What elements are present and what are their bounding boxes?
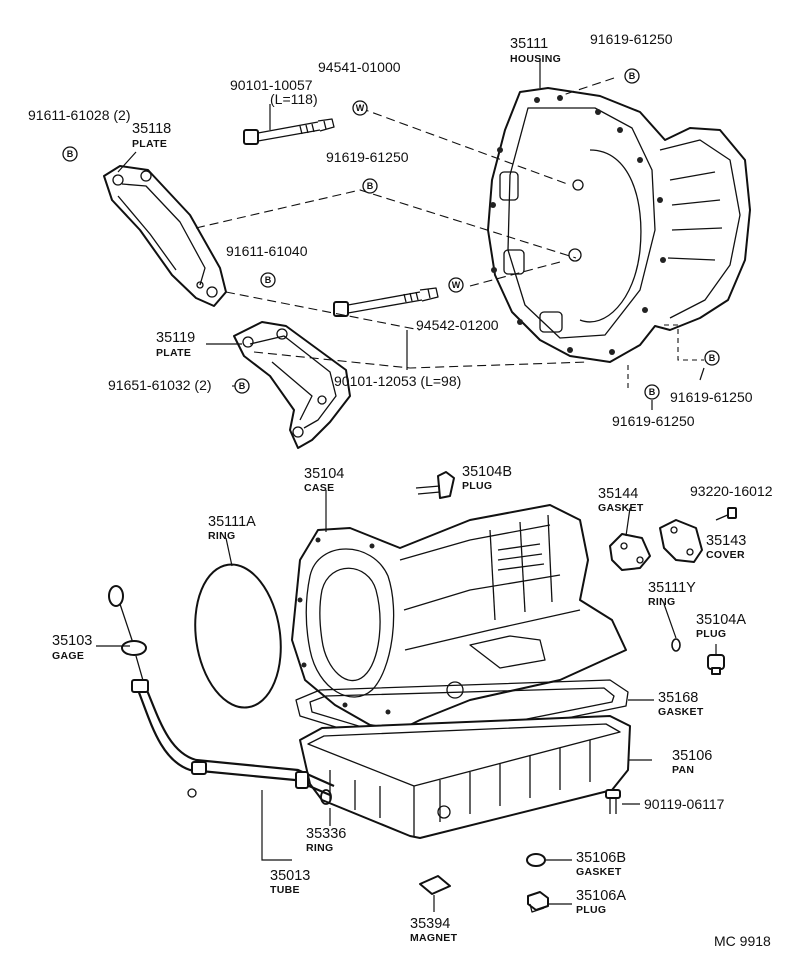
pan-drawing	[299, 715, 631, 839]
gasket-35106B-drawing	[526, 853, 546, 867]
symbol-B-b1: B	[62, 146, 78, 162]
part-name-35104A: PLUG	[696, 628, 726, 640]
bolt-90101-12053-drawing	[333, 287, 439, 317]
svg-text:W: W	[356, 103, 365, 113]
part-number-35106B: 35106B	[576, 850, 626, 866]
symbol-B-b6: B	[260, 272, 276, 288]
symbol-B-b4: B	[624, 68, 640, 84]
leader-lines-upper	[117, 58, 705, 410]
gage-drawing	[108, 585, 147, 685]
part-number-35118: 35118	[132, 121, 171, 137]
symbol-W-b3: W	[352, 100, 368, 116]
svg-text:B: B	[709, 353, 716, 363]
part-name-35103: GAGE	[52, 650, 84, 662]
part-number-35013: 35013	[270, 868, 310, 884]
part-number-35111A: 35111A	[208, 514, 256, 530]
label-91651-61032: 91651-61032 (2)	[108, 377, 212, 393]
case-drawing	[291, 504, 627, 731]
part-name-35143: COVER	[706, 549, 745, 561]
part-name-35106: PAN	[672, 764, 694, 776]
part-number-35104A: 35104A	[696, 612, 746, 628]
part-name-35168: GASKET	[658, 706, 704, 718]
part-name-35106B: GASKET	[576, 866, 622, 878]
part-number-35103: 35103	[52, 633, 92, 649]
bolt-90101-10057-drawing	[243, 118, 335, 145]
part-number-35104: 35104	[304, 466, 344, 482]
part-name-35336: RING	[306, 842, 333, 854]
part-name-35118: PLATE	[132, 138, 167, 150]
part-name-35106A: PLUG	[576, 904, 606, 916]
housing-drawing	[487, 87, 751, 363]
part-name-35111: HOUSING	[510, 53, 561, 65]
svg-text:B: B	[367, 181, 374, 191]
svg-text:B: B	[265, 275, 272, 285]
part-number-35168: 35168	[658, 690, 698, 706]
part-name-35144: GASKET	[598, 502, 644, 514]
label-94542-01200: 94542-01200	[416, 317, 499, 333]
part-number-35143: 35143	[706, 533, 746, 549]
diagram-code: MC 9918	[714, 933, 771, 949]
cover-35143-drawing	[659, 519, 703, 563]
plug-35106A-drawing	[527, 891, 549, 913]
label-94541-01000: 94541-01000	[318, 59, 401, 75]
leader-lines-lower	[96, 490, 717, 912]
part-number-35111: 35111	[510, 36, 548, 52]
part-number-35394: 35394	[410, 916, 450, 932]
label-91611-61040: 91611-61040	[226, 243, 308, 259]
label-93220-16012: 93220-16012	[690, 483, 773, 499]
label-90101-12053: 90101-12053 (L=98)	[334, 373, 461, 389]
magnet-drawing	[419, 875, 451, 895]
symbol-B-b8: B	[234, 378, 250, 394]
symbol-W-b7: W	[448, 277, 464, 293]
part-number-35106: 35106	[672, 748, 712, 764]
plate-35118-drawing	[103, 165, 227, 307]
svg-text:B: B	[67, 149, 74, 159]
part-name-35104B: PLUG	[462, 480, 492, 492]
symbol-B-b10: B	[704, 350, 720, 366]
label-90101-10057: 90101-10057	[230, 77, 313, 93]
symbol-B-b5: B	[362, 178, 378, 194]
part-name-35111A: RING	[208, 530, 235, 542]
svg-text:B: B	[239, 381, 246, 391]
svg-text:B: B	[629, 71, 636, 81]
part-name-35111Y: RING	[648, 596, 675, 608]
label-90119-06117: 90119-06117	[644, 796, 725, 812]
label-91619-61250-bottom: 91619-61250	[612, 413, 695, 429]
label-90101-10057-length: (L=118)	[270, 91, 318, 107]
part-number-35144: 35144	[598, 486, 638, 502]
part-number-35119: 35119	[156, 330, 195, 346]
plug-35104A-drawing	[707, 654, 725, 675]
symbol-B-b11: B	[644, 384, 660, 400]
plate-35119-drawing	[233, 321, 351, 449]
bolt-93220-16012-drawing	[715, 507, 737, 521]
part-number-35104B: 35104B	[462, 464, 512, 480]
label-91619-61250-right: 91619-61250	[670, 389, 753, 405]
part-number-35111Y: 35111Y	[648, 580, 696, 596]
ring-35111A-drawing	[194, 563, 282, 709]
part-name-35394: MAGNET	[410, 932, 458, 944]
svg-text:W: W	[452, 280, 461, 290]
part-number-35336: 35336	[306, 826, 346, 842]
part-number-35106A: 35106A	[576, 888, 626, 904]
label-91619-61250-top: 91619-61250	[590, 31, 673, 47]
svg-text:B: B	[649, 387, 656, 397]
part-name-35119: PLATE	[156, 347, 191, 359]
bolt-90119-06117-drawing	[605, 789, 640, 814]
ring-35336-drawing	[320, 789, 332, 805]
label-91611-61028: 91611-61028 (2)	[28, 107, 130, 123]
ring-35111Y-drawing	[671, 638, 681, 652]
gasket-35144-drawing	[609, 533, 651, 571]
tube-drawing	[131, 679, 335, 798]
part-name-35013: TUBE	[270, 884, 300, 896]
plug-35104B-drawing	[415, 471, 455, 499]
gasket-35168-drawing	[295, 679, 629, 751]
label-91619-61250-mid: 91619-61250	[326, 149, 409, 165]
part-name-35104: CASE	[304, 482, 334, 494]
alignment-lines-upper	[195, 77, 704, 392]
